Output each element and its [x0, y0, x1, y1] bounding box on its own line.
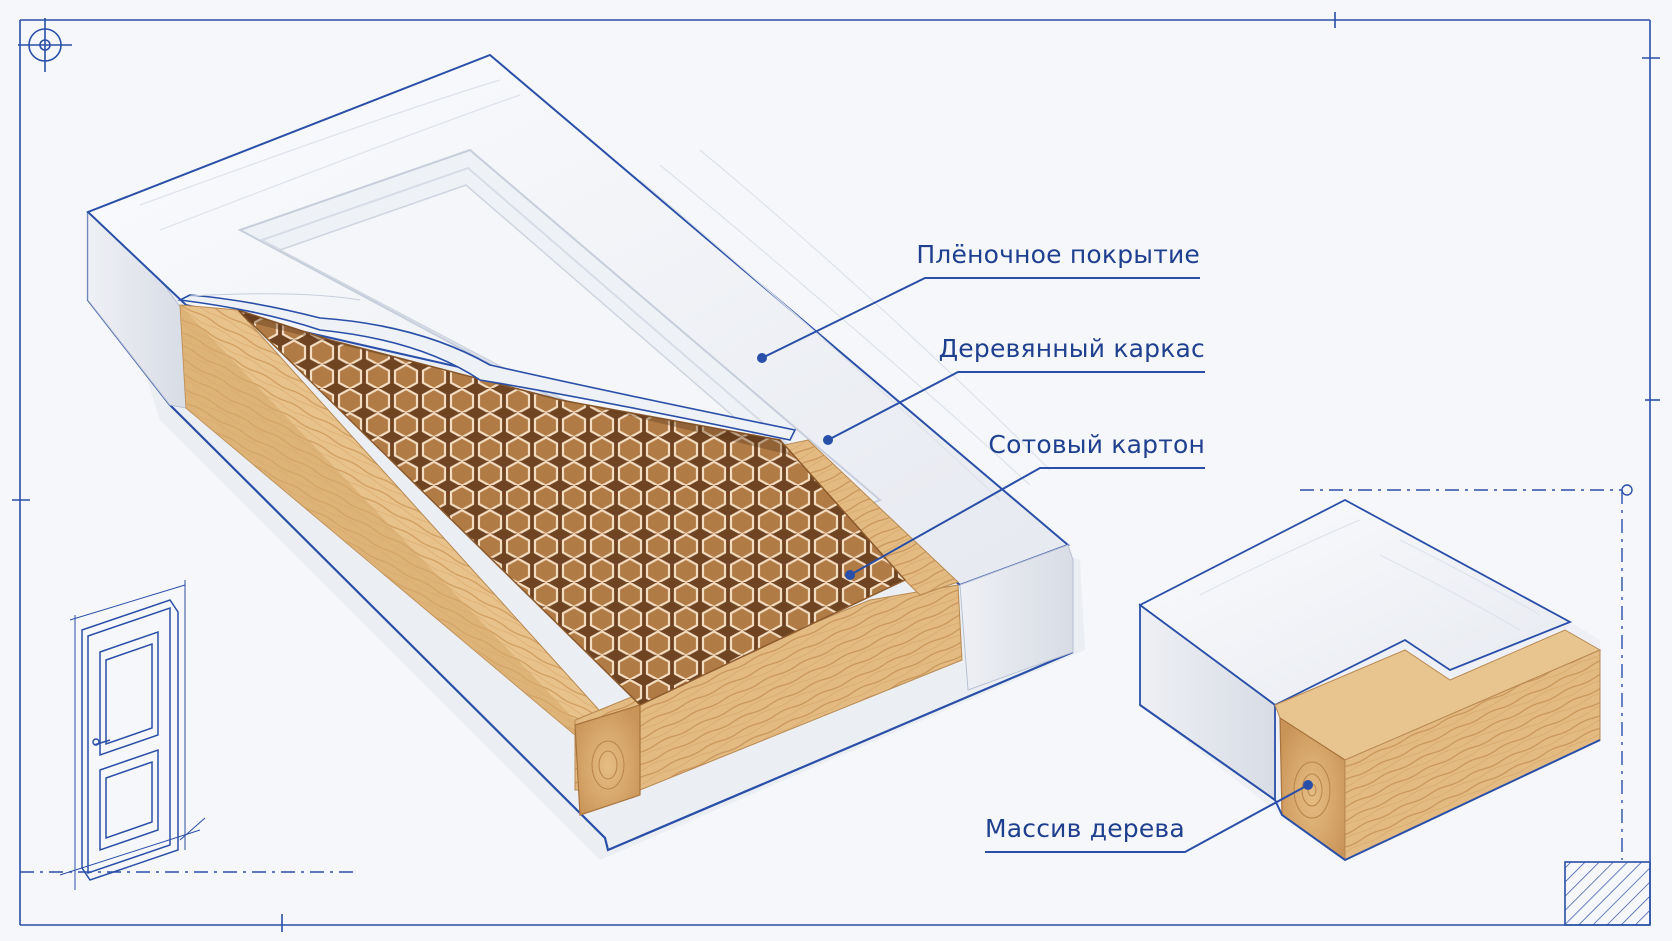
blueprint-frame: [12, 12, 1660, 932]
callout-dots: [757, 353, 1313, 790]
door-panel-cutaway: [86, 53, 1085, 860]
door-sketch-icon: [59, 580, 206, 890]
crosshair-icon: [18, 18, 72, 72]
hatch-block-icon: [1564, 861, 1651, 926]
label-wood-frame: Деревянный каркас: [938, 334, 1205, 363]
label-solid-wood: Массив дерева: [985, 814, 1185, 843]
dimension-lines: [20, 489, 1623, 873]
callout-leaders: [761, 277, 1309, 853]
label-honeycomb: Сотовый картон: [988, 430, 1205, 459]
solid-wood-section: [1138, 498, 1602, 862]
label-film-coating: Плёночное покрытие: [916, 240, 1200, 269]
